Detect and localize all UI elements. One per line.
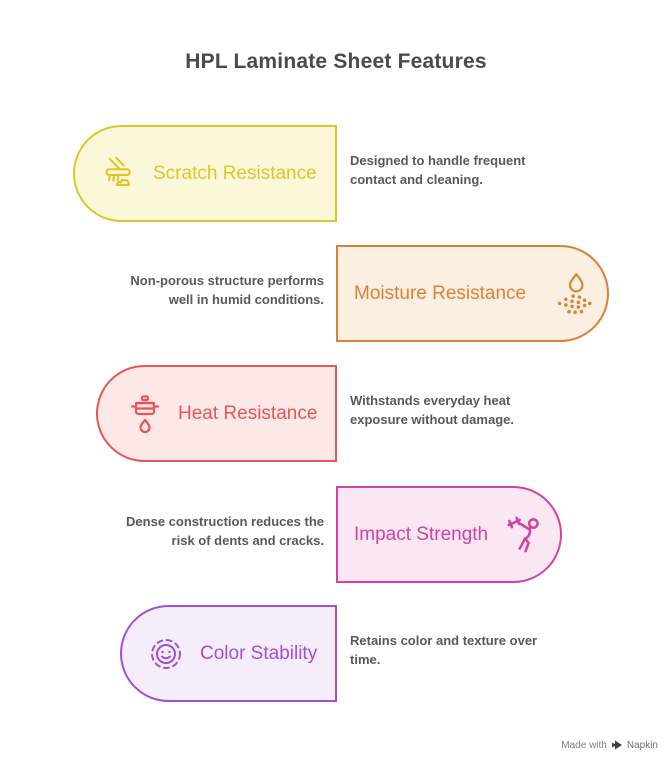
feature-label: Scratch Resistance <box>153 162 317 184</box>
watermark-prefix: Made with <box>561 739 607 751</box>
feature-label: Moisture Resistance <box>354 282 527 304</box>
smiley-dashed-circle-icon <box>146 634 186 674</box>
feature-card-impact-strength: Impact Strength <box>336 486 562 583</box>
feature-label: Impact Strength <box>354 523 489 545</box>
scratch-brush-icon <box>100 155 138 193</box>
feature-card-heat-resistance: Heat Resistance <box>96 365 337 462</box>
page-title: HPL Laminate Sheet Features <box>185 50 487 73</box>
feature-card-scratch-resistance: Scratch Resistance <box>73 125 337 222</box>
feature-card-moisture-resistance: Moisture Resistance <box>336 245 609 342</box>
feature-description: Non-porous structure performs well in hu… <box>130 273 324 307</box>
person-dumbbell-icon <box>502 512 548 558</box>
feature-description: Retains color and texture over time. <box>350 633 538 667</box>
napkin-logo-icon <box>611 739 623 751</box>
water-spray-icon <box>545 269 595 319</box>
feature-label: Color Stability <box>200 642 318 664</box>
watermark-brand: Napkin <box>626 739 658 751</box>
feature-description: Withstands everyday heat exposure withou… <box>350 393 514 427</box>
feature-description: Designed to handle frequent contact and … <box>350 153 526 187</box>
pot-on-flame-icon <box>127 394 163 434</box>
feature-card-color-stability: Color Stability <box>120 605 337 702</box>
feature-description: Dense construction reduces the risk of d… <box>126 514 324 548</box>
made-with-napkin-watermark: Made with Napkin <box>561 739 658 751</box>
feature-label: Heat Resistance <box>178 402 318 424</box>
